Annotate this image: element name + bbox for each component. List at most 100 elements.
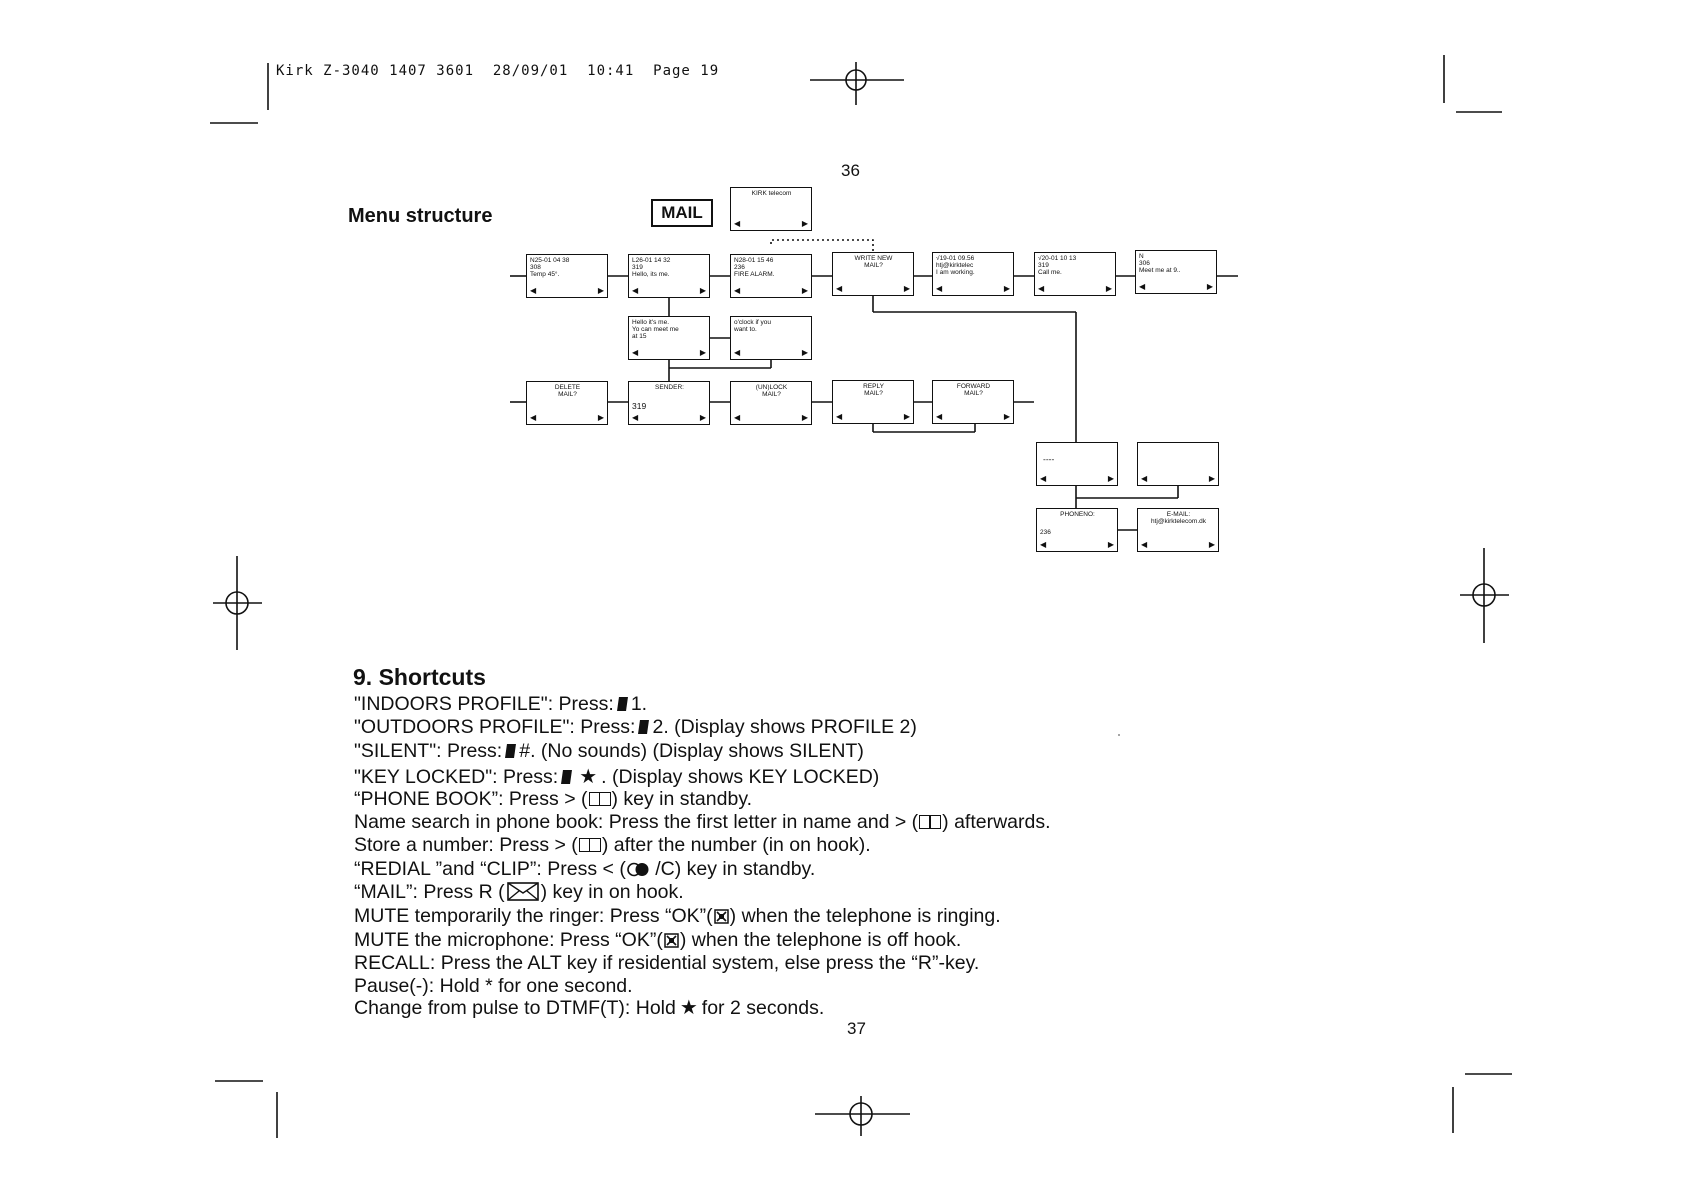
screen-email-address: htj@kirktelecom.dk: [1150, 518, 1206, 525]
shortcut-mail: “MAIL”: Press R ( ) key in on hook.: [354, 881, 684, 904]
shortcut-text: RECALL: Press the ALT key if residential…: [354, 952, 980, 974]
right-arrow-icon: ▶: [801, 286, 808, 295]
screen-blank: ◀▶: [1137, 442, 1219, 486]
shortcut-mute-microphone: MUTE the microphone: Press “OK”( ) when t…: [354, 929, 961, 952]
shortcut-text: ) afterwards.: [942, 811, 1051, 833]
left-arrow-icon: ◀: [1141, 474, 1148, 483]
screen-message-1: N25-01 04 38 308 Temp 45°. ◀▶: [526, 254, 608, 298]
left-arrow-icon: ◀: [734, 219, 741, 228]
right-arrow-icon: ▶: [1003, 412, 1010, 421]
registration-mark-top: [810, 62, 904, 105]
right-arrow-icon: ▶: [903, 412, 910, 421]
function-key-icon: [561, 770, 573, 784]
left-arrow-icon: ◀: [734, 286, 741, 295]
shortcut-text: 1.: [630, 693, 648, 715]
page-number-top: 36: [841, 161, 860, 180]
screen-delete-mail: DELETE MAIL? ◀▶: [526, 381, 608, 425]
screen-text: SENDER:: [655, 384, 684, 391]
shortcut-indoors-profile: "INDOORS PROFILE": Press:1.: [354, 693, 647, 716]
menu-structure-title: Menu structure: [348, 205, 493, 227]
screen-message-continued-1: Hello it's me. Yo can meet me at 15 ◀▶: [628, 316, 710, 360]
shortcut-text: #. (No sounds) (Display shows SILENT): [519, 740, 864, 762]
right-arrow-icon: ▶: [1003, 284, 1010, 293]
screen-unlock-mail: (UN)LOCK MAIL? ◀▶: [730, 381, 812, 425]
shortcut-redial-clip: “REDIAL ”and “CLIP”: Press < ( /C) key i…: [354, 858, 815, 881]
screen-text: N25-01 04 38 308 Temp 45°.: [530, 257, 570, 278]
screen-text: REPLY MAIL?: [863, 383, 884, 397]
screen-text: √19-01 09.56 htj@kirktelec I am working.: [936, 255, 975, 276]
page-number-bottom: 37: [847, 1019, 866, 1038]
shortcut-text: ) when the telephone is off hook.: [679, 929, 962, 951]
right-arrow-icon: ▶: [1208, 474, 1215, 483]
right-arrow-icon: ▶: [801, 219, 808, 228]
shortcut-store-number: Store a number: Press > () after the num…: [354, 834, 871, 857]
right-arrow-icon: ▶: [699, 286, 706, 295]
phone-book-icon: [578, 838, 601, 852]
shortcut-text: Store a number: Press > (: [354, 834, 578, 856]
screen-sender: SENDER: 319 ◀▶: [628, 381, 710, 425]
screen-text: (UN)LOCK MAIL?: [755, 384, 788, 398]
right-arrow-icon: ▶: [1107, 540, 1114, 549]
shortcut-recall: RECALL: Press the ALT key if residential…: [354, 952, 979, 975]
shortcuts-title: 9. Shortcuts: [353, 664, 486, 690]
left-arrow-icon: ◀: [530, 413, 537, 422]
left-arrow-icon: ◀: [836, 284, 843, 293]
ok-key-icon: [664, 933, 679, 948]
screen-text: √20-01 10 13 319 Call me.: [1038, 255, 1077, 276]
screen-text: FORWARD MAIL?: [956, 383, 991, 397]
shortcut-text: ) when the telephone is ringing.: [729, 905, 1001, 927]
function-key-icon: [638, 720, 650, 734]
left-arrow-icon: ◀: [936, 284, 943, 293]
right-arrow-icon: ▶: [1105, 284, 1112, 293]
function-key-icon: [505, 744, 517, 758]
shortcut-text: Pause(-): Hold * for one second.: [354, 975, 633, 997]
registration-mark-right: [1460, 548, 1509, 643]
right-arrow-icon: ▶: [597, 286, 604, 295]
screen-text: L26-01 14 32 319 Hello, its me.: [632, 257, 671, 278]
screen-text: N 306 Meet me at 9..: [1139, 253, 1181, 274]
screen-phoneno: PHONENO: 236 ◀▶: [1036, 508, 1118, 552]
phone-book-icon: [588, 792, 611, 806]
left-arrow-icon: ◀: [836, 412, 843, 421]
left-arrow-icon: ◀: [632, 286, 639, 295]
right-arrow-icon: ▶: [801, 413, 808, 422]
shortcut-phone-book: “PHONE BOOK”: Press > () key in standby.: [354, 788, 752, 811]
shortcut-pause: Pause(-): Hold * for one second.: [354, 975, 633, 998]
left-arrow-icon: ◀: [1141, 540, 1148, 549]
shortcut-text: ) key in on hook.: [540, 881, 684, 903]
shortcut-text: “PHONE BOOK”: Press > (: [354, 788, 588, 810]
screen-text: PHONENO:: [1060, 511, 1095, 518]
shortcut-outdoors-profile: "OUTDOORS PROFILE": Press: 2. (Display sh…: [354, 716, 917, 739]
registration-mark-left: [213, 556, 262, 650]
screen-text: o'clock if you want to.: [734, 319, 772, 333]
screen-sender-number: 319: [632, 402, 647, 411]
screen-message-3: N28-01 15 46 236 FIRE ALARM. ◀ ▶: [730, 254, 812, 298]
screen-message-6: N 306 Meet me at 9.. ◀▶: [1135, 250, 1217, 294]
shortcut-text: “MAIL”: Press R (: [354, 881, 505, 903]
ok-key-icon: [713, 909, 729, 924]
shortcut-text: “REDIAL ”and “CLIP”: Press < (: [354, 858, 626, 880]
screen-message-continued-2: o'clock if you want to. ◀▶: [730, 316, 812, 360]
shortcut-key-locked: "KEY LOCKED": Press:★. (Display shows KE…: [354, 764, 879, 789]
screen-text: ----: [1043, 455, 1055, 464]
left-arrow-icon: ◀: [632, 348, 639, 357]
shortcut-name-search: Name search in phone book: Press the fir…: [354, 811, 1051, 834]
right-arrow-icon: ▶: [597, 413, 604, 422]
left-arrow-icon: ◀: [1040, 540, 1047, 549]
screen-text: Hello it's me. Yo can meet me at 15: [632, 319, 679, 340]
screen-text: N28-01 15 46 236 FIRE ALARM.: [734, 257, 775, 278]
shortcut-text: "OUTDOORS PROFILE": Press:: [354, 716, 636, 738]
screen-text: E-MAIL:: [1166, 511, 1191, 518]
shortcut-text: MUTE the microphone: Press “OK”(: [354, 929, 663, 951]
screen-email: E-MAIL: htj@kirktelecom.dk ◀ ▶: [1137, 508, 1219, 552]
right-arrow-icon: ▶: [1208, 540, 1215, 549]
shortcut-mute-ringer: MUTE temporarily the ringer: Press “OK”(…: [354, 905, 1001, 928]
screen-text: KIRK telecom: [751, 190, 792, 197]
right-arrow-icon: ▶: [1206, 282, 1213, 291]
right-arrow-icon: ▶: [903, 284, 910, 293]
left-arrow-icon: ◀: [1040, 474, 1047, 483]
redial-key-icon: [627, 862, 649, 877]
shortcut-text: 2. (Display shows PROFILE 2): [652, 716, 917, 738]
